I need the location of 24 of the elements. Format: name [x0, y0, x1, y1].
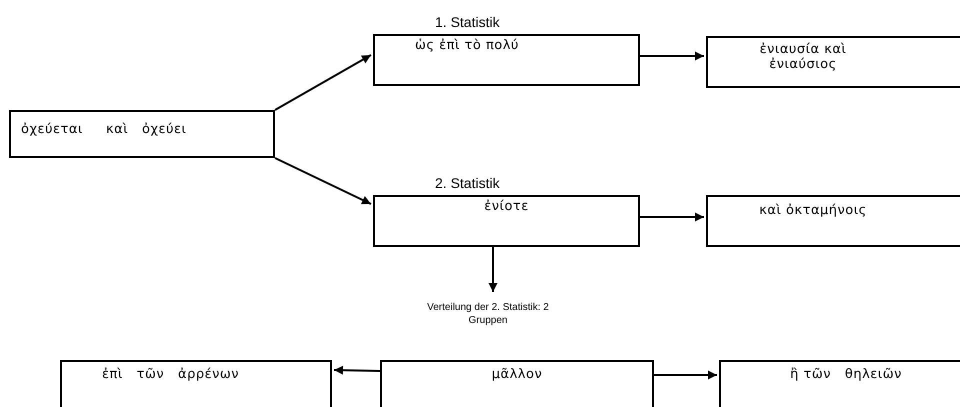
arrow — [274, 54, 372, 111]
process-box — [706, 36, 960, 88]
box-text: μᾶλλον — [490, 367, 544, 382]
process-box — [9, 110, 275, 158]
process-box — [719, 360, 960, 407]
note-text: Verteilung der 2. Statistik: 2 Gruppen — [418, 301, 558, 329]
process-box — [60, 360, 332, 407]
arrow — [654, 370, 717, 380]
box-text: ἐπὶ τῶν ἀρρένων — [102, 367, 240, 382]
arrow — [334, 366, 380, 375]
box-heading: 1. Statistik — [435, 14, 500, 30]
process-box — [706, 195, 960, 247]
arrow — [274, 157, 372, 205]
box-text: ὀχεύεται καὶ ὀχεύει — [21, 122, 188, 137]
box-heading: 2. Statistik — [435, 175, 500, 191]
box-text: ὡς ἐπὶ τὸ πολύ — [415, 38, 520, 53]
box-text: ἐνιαυσία καὶ ἐνιαύσιος — [758, 42, 848, 72]
arrow — [640, 52, 704, 60]
arrow — [640, 212, 704, 222]
box-text: καὶ ὀκταμήνοις — [758, 203, 868, 218]
process-box — [380, 360, 654, 407]
box-text: ἐνίοτε — [483, 199, 530, 214]
box-text: ἢ τῶν θηλειῶν — [789, 367, 903, 382]
arrow — [488, 247, 498, 292]
